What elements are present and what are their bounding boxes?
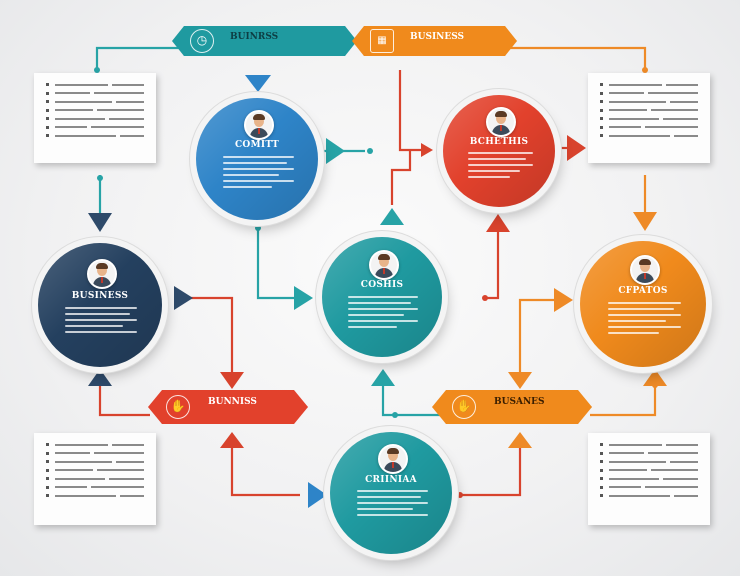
connector-navy-right bbox=[180, 296, 234, 380]
banner-label: BUNNISS bbox=[208, 397, 257, 407]
connector-orange-left bbox=[518, 298, 560, 380]
arrow-icon bbox=[245, 75, 271, 92]
arrow-icon bbox=[88, 213, 112, 232]
person-avatar-icon bbox=[630, 255, 660, 285]
node-navy: BUSINESS bbox=[38, 243, 162, 367]
person-avatar-icon bbox=[87, 259, 117, 289]
connector-red-bottom bbox=[230, 440, 300, 497]
arrow-icon bbox=[633, 212, 657, 231]
node-blue: COMITT bbox=[196, 98, 318, 220]
arrow-icon bbox=[220, 372, 244, 389]
arrow-icon bbox=[554, 288, 573, 312]
person-avatar-icon bbox=[378, 444, 408, 474]
arrow-icon bbox=[508, 372, 532, 389]
arrow-icon bbox=[643, 369, 667, 386]
connector-top-left bbox=[95, 46, 180, 70]
connector-bottom-left bbox=[98, 385, 150, 417]
person-avatar-icon bbox=[486, 107, 516, 137]
node-title: BCHETHIS bbox=[469, 137, 529, 147]
banner-bottom-red: ✋ BUNNISS bbox=[148, 390, 308, 424]
node-orange: CFPATOS bbox=[580, 241, 706, 367]
banner-label: BUINRSS bbox=[230, 32, 279, 42]
hand-icon: ✋ bbox=[452, 395, 476, 419]
arrow-icon bbox=[371, 369, 395, 386]
arrow-icon bbox=[294, 286, 313, 310]
connector-red-teal bbox=[485, 225, 500, 300]
arrow-icon bbox=[421, 143, 433, 157]
node-title: BUSINESS bbox=[71, 291, 129, 301]
connector-blue-teal bbox=[256, 228, 298, 300]
node-title: CFPATOS bbox=[618, 286, 668, 296]
person-avatar-icon bbox=[244, 110, 274, 140]
connector-bottom-right bbox=[590, 385, 657, 417]
banner-label: BUSINESS bbox=[410, 32, 465, 42]
node-teal-bottom: CRIINIAA bbox=[330, 432, 452, 554]
dial-icon: ◷ bbox=[190, 29, 214, 53]
text-card-bottom-right bbox=[588, 433, 710, 525]
banner-label: BUSANES bbox=[494, 397, 545, 407]
connector-banner-red bbox=[398, 70, 430, 152]
arrow-icon bbox=[486, 214, 510, 232]
arrow-icon bbox=[174, 286, 193, 310]
arrow-icon bbox=[508, 432, 532, 448]
node-title: COMITT bbox=[234, 140, 280, 150]
arrow-icon bbox=[326, 138, 345, 164]
banner-top-teal: ◷ BUINRSS bbox=[172, 26, 357, 56]
chart-icon: ▦ bbox=[370, 29, 394, 53]
hand-icon: ✋ bbox=[166, 395, 190, 419]
arrow-icon bbox=[380, 208, 404, 225]
connector-top-right bbox=[505, 46, 647, 70]
node-red: BCHETHIS bbox=[443, 95, 555, 207]
connector-orange-bottom bbox=[460, 440, 522, 497]
node-title: CRIINIAA bbox=[365, 475, 417, 485]
banner-bottom-orange: ✋ BUSANES bbox=[432, 390, 592, 424]
text-card-top-left bbox=[34, 73, 156, 163]
banner-top-orange: ▦ BUSINESS bbox=[352, 26, 517, 56]
connector-red-down bbox=[390, 150, 412, 205]
text-card-top-right bbox=[588, 73, 710, 163]
connector-teal-down bbox=[381, 380, 440, 417]
node-title: COSHIS bbox=[360, 280, 404, 290]
node-teal-center: COSHIS bbox=[322, 237, 442, 357]
arrow-icon bbox=[567, 135, 586, 161]
arrow-icon bbox=[220, 432, 244, 448]
arrow-icon bbox=[308, 482, 327, 508]
text-card-bottom-left bbox=[34, 433, 156, 525]
person-avatar-icon bbox=[369, 250, 399, 280]
arrow-icon bbox=[88, 369, 112, 386]
